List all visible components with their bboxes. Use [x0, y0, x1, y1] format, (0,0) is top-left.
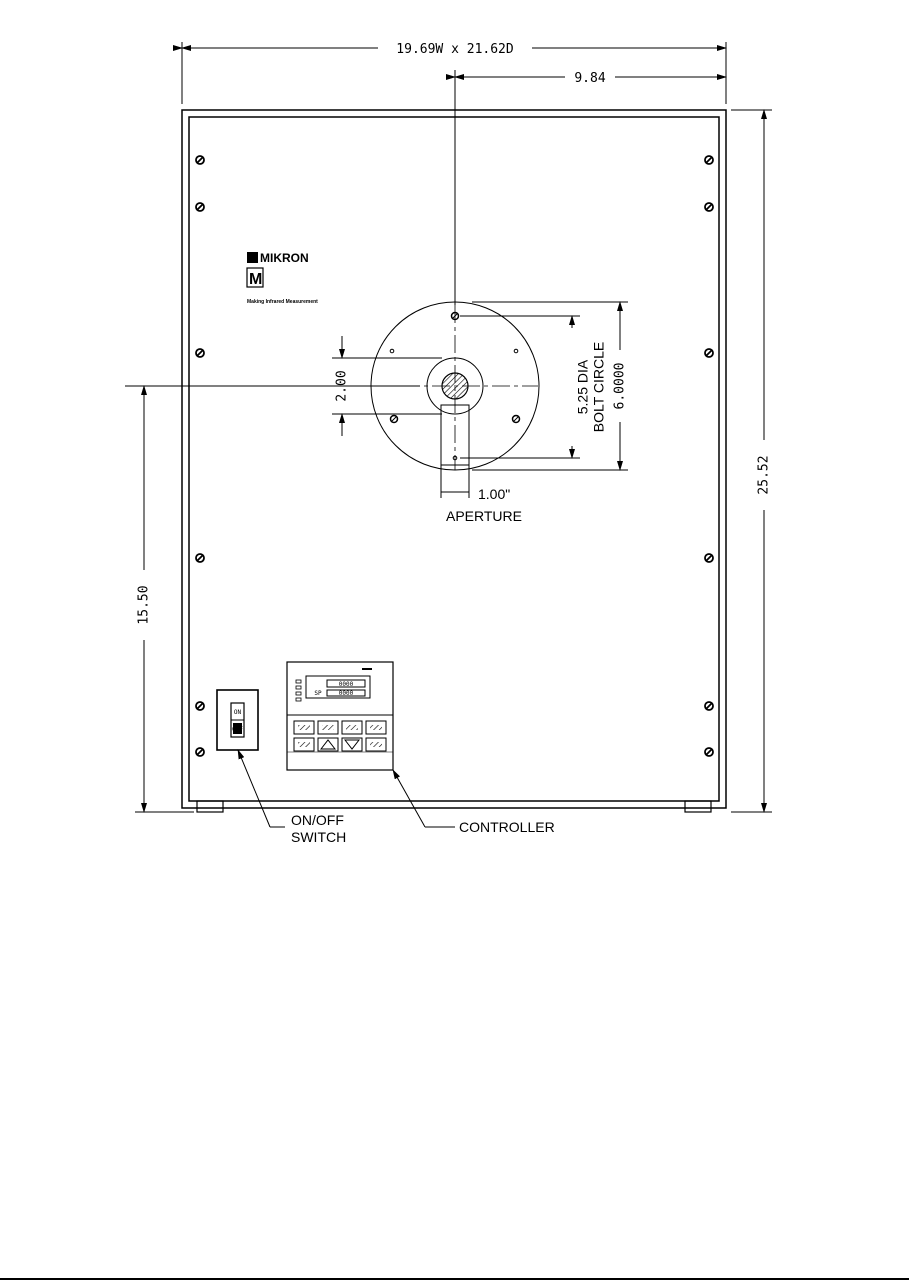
aperture-size-dimension — [440, 465, 470, 498]
logo-square-icon — [247, 252, 258, 263]
controller-display-panel — [305, 675, 371, 699]
controller-key — [365, 737, 387, 752]
controller-key — [293, 720, 315, 735]
switch-bezel — [216, 689, 259, 751]
brand-name: MIKRON — [260, 251, 309, 265]
bolt-circle-dimension — [460, 315, 580, 459]
sv-display-value: 0000 — [339, 690, 354, 697]
cabinet — [181, 109, 727, 813]
small-hole-icon — [513, 348, 519, 354]
screw-icon — [704, 701, 714, 711]
screw-icon — [195, 701, 205, 711]
aperture-size-label: 1.00" — [478, 486, 510, 502]
controller-key — [341, 720, 363, 735]
screw-icon — [195, 348, 205, 358]
sv-display — [326, 689, 366, 697]
switch-callout-line2: SWITCH — [291, 829, 346, 845]
page-bottom-rule — [0, 1278, 909, 1280]
up-arrow-key — [317, 737, 339, 752]
screw-icon — [704, 155, 714, 165]
status-led-icon — [295, 691, 302, 696]
screw-icon — [704, 202, 714, 212]
panel-screws — [195, 155, 714, 757]
aperture-offset-label: 2.00 — [335, 370, 350, 401]
half-width-dimension-label: 9.84 — [574, 71, 605, 86]
switch-on-mark: ON — [234, 709, 242, 716]
status-led-icon — [295, 697, 302, 702]
aperture-offset-dimension — [332, 336, 442, 436]
flange-diameter-dimension — [472, 301, 628, 471]
top-dimensions — [173, 42, 727, 305]
cabinet-foot-left — [196, 800, 224, 813]
bolt-hole-icon — [450, 311, 460, 321]
on-off-switch — [216, 689, 259, 751]
temperature-controller — [286, 661, 394, 771]
cabinet-inner-outline — [188, 116, 720, 802]
aperture-flange — [370, 301, 540, 471]
center-height-dimension — [125, 385, 420, 813]
switch-off-mark: OFF — [232, 726, 243, 733]
center-height-dimension-label: 15.50 — [137, 585, 152, 624]
controller-key — [365, 720, 387, 735]
down-arrow-icon — [343, 739, 361, 750]
controller-housing — [286, 661, 394, 771]
logo-mark-icon — [246, 267, 264, 288]
sv-tag: SP — [314, 690, 322, 697]
screw-icon — [195, 553, 205, 563]
status-led-icon — [295, 685, 302, 690]
pv-display — [326, 679, 366, 688]
bolt-hole-icon — [389, 414, 399, 424]
cabinet-foot-right — [684, 800, 712, 813]
flange-diameter-label: 6.0000 — [613, 363, 628, 410]
bolt-circle-label: BOLT CIRCLE — [591, 342, 607, 433]
pv-display-value: 0000 — [339, 681, 354, 688]
up-arrow-icon — [319, 739, 337, 750]
bolt-hole-icon — [511, 414, 521, 424]
controller-callout: CONTROLLER — [459, 819, 555, 835]
switch-callout-line1: ON/OFF — [291, 812, 344, 828]
bolt-circle-dia-label: 5.25 DIA — [575, 359, 591, 414]
screw-icon — [704, 553, 714, 563]
callout-leaders — [237, 749, 455, 828]
screw-icon — [195, 155, 205, 165]
status-led-icon — [295, 679, 302, 684]
screw-icon — [704, 348, 714, 358]
aperture-label: APERTURE — [446, 508, 522, 524]
mikron-logo: MIKRON M Making Infrared Measurement — [246, 251, 318, 305]
small-hole-icon — [389, 348, 395, 354]
brand-mark: M — [249, 271, 262, 288]
screw-icon — [195, 747, 205, 757]
screw-icon — [704, 747, 714, 757]
aperture-slot — [440, 404, 470, 466]
height-dimension-label: 25.52 — [757, 455, 772, 494]
controller-key — [293, 737, 315, 752]
cabinet-outer-outline — [181, 109, 727, 809]
brand-tagline: Making Infrared Measurement — [247, 299, 318, 305]
overall-dimension-label: 19.69W x 21.62D — [396, 42, 514, 57]
small-hole-icon — [452, 455, 458, 461]
screw-icon — [195, 202, 205, 212]
down-arrow-key — [341, 737, 363, 752]
controller-key — [317, 720, 339, 735]
height-dimension — [731, 109, 772, 813]
